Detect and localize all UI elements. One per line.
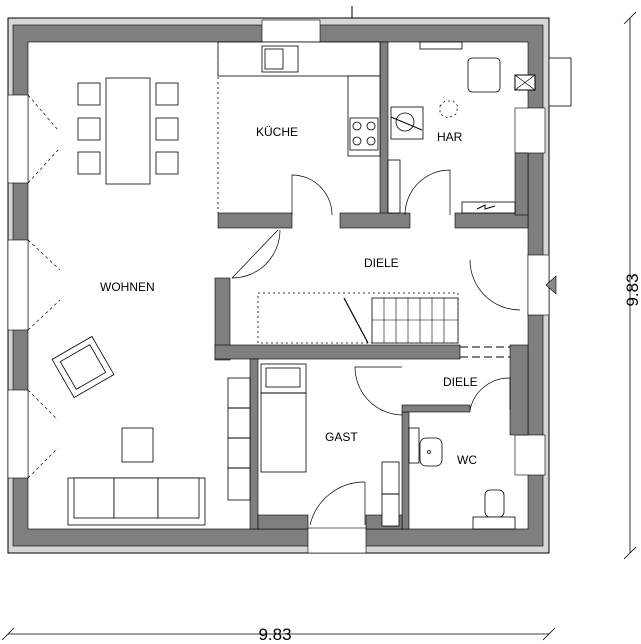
sofa [67, 477, 206, 526]
outdoor-unit [548, 57, 572, 107]
dimension-height-label: 9.83 [623, 273, 641, 306]
washing-machine [467, 57, 501, 93]
kitchen-furniture [217, 41, 401, 214]
window-wc [514, 434, 546, 476]
utility-room-furniture [390, 41, 516, 214]
room-label-kueche: KÜCHE [256, 125, 298, 139]
door-swings [231, 169, 521, 526]
dining-set [77, 77, 179, 185]
staircase [257, 292, 459, 344]
bed [260, 363, 307, 473]
door-left-1 [7, 94, 29, 184]
terrace-door-swings [27, 94, 61, 479]
window-top [261, 19, 321, 43]
room-label-wc: WC [457, 453, 477, 467]
dimension-right [623, 11, 637, 560]
openings [7, 19, 550, 554]
room-label-diele-2: DIELE [443, 375, 478, 389]
armchair [51, 335, 115, 399]
room-label-gast: GAST [325, 430, 358, 444]
dimension-bottom [1, 627, 556, 641]
toilet [484, 489, 505, 518]
door-left-3 [7, 389, 29, 479]
room-label-wohnen: WOHNEN [100, 280, 155, 294]
wardrobe [381, 461, 400, 527]
door-left-2 [7, 239, 29, 331]
room-label-har: HAR [437, 130, 463, 144]
dimension-width-label: 9.83 [258, 625, 291, 644]
door-gast-opening [307, 527, 367, 554]
coffee-table [121, 427, 154, 463]
washbasin [419, 437, 443, 467]
window-har [514, 107, 546, 154]
wc-fixtures [408, 427, 516, 530]
entrance-arrow-icon [545, 275, 557, 295]
room-label-diele: DIELE [364, 256, 399, 270]
interior-walls [214, 41, 529, 530]
wall-cabinet [227, 377, 251, 501]
